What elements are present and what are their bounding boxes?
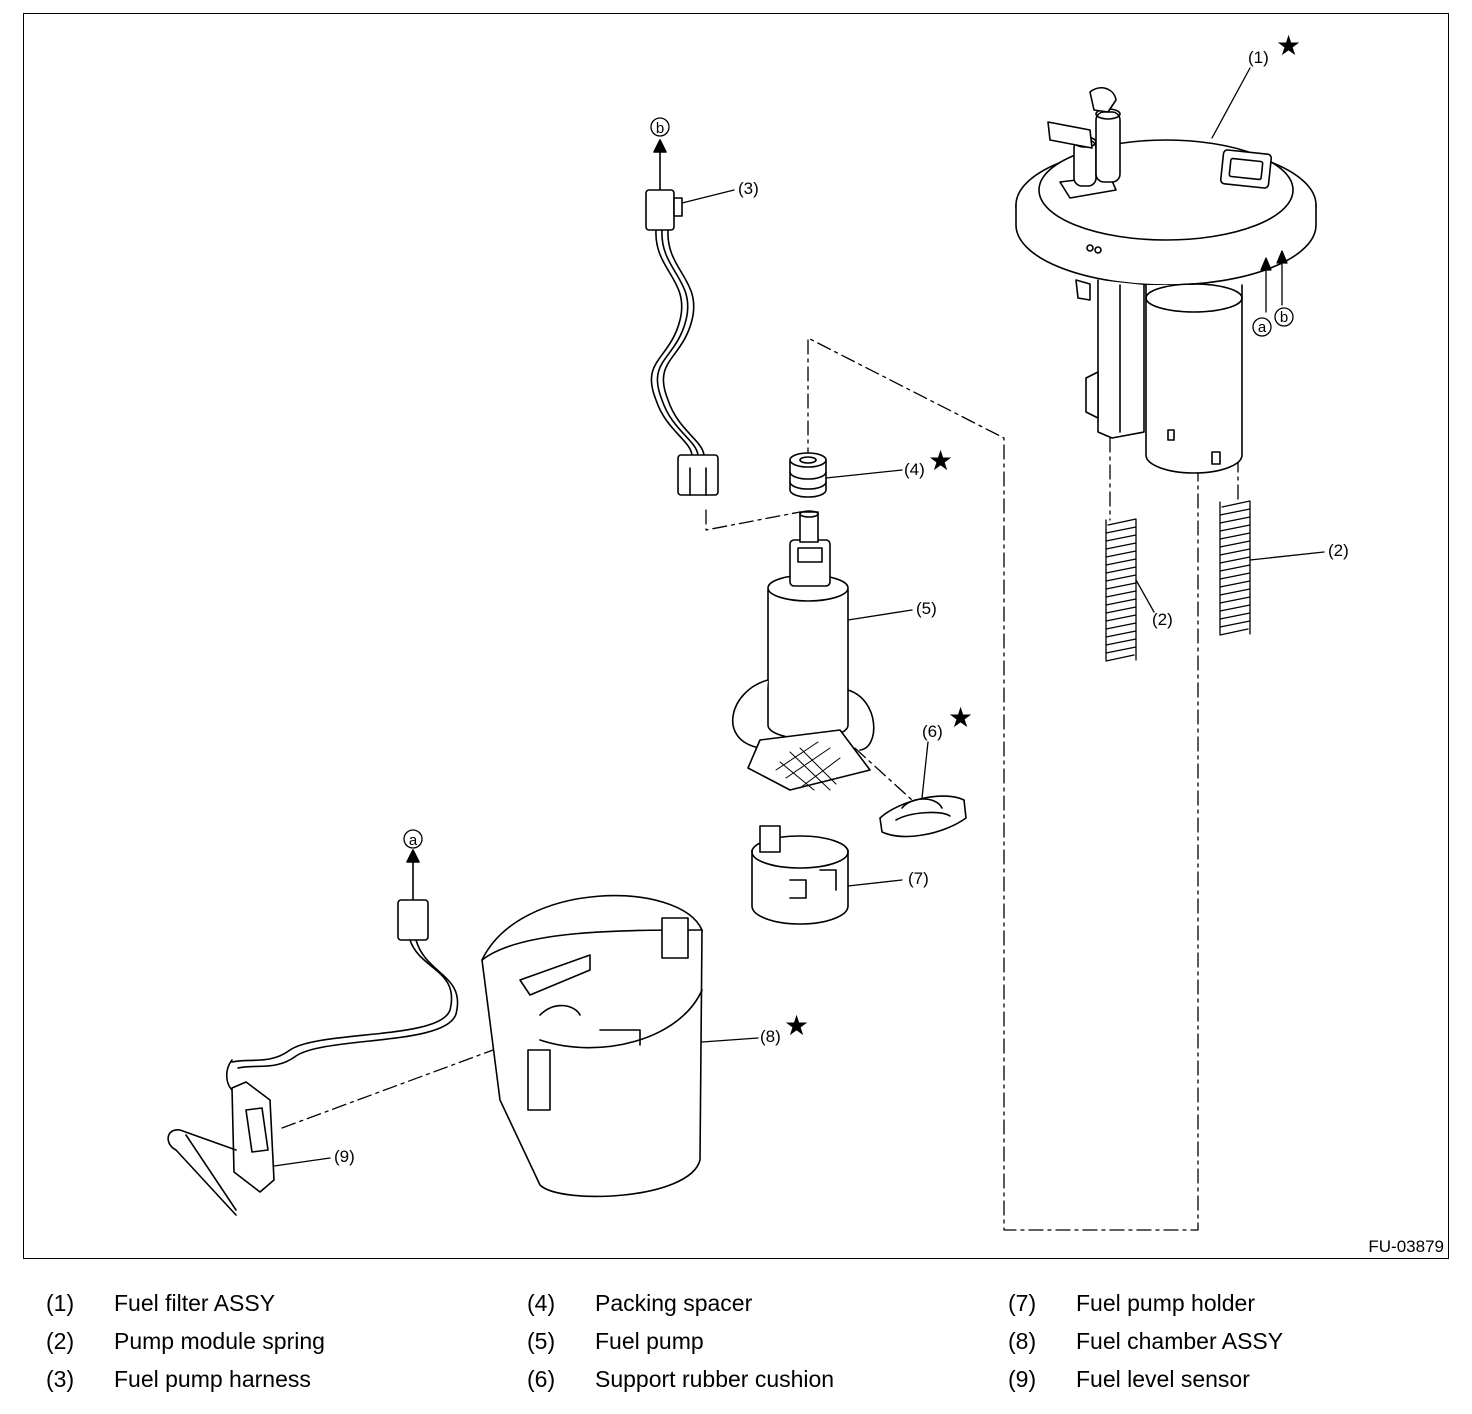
legend-text: Fuel filter ASSY [114,1290,276,1316]
callout-8: (8) [760,1027,781,1046]
callout-3: (3) [738,179,759,198]
legend-text: Fuel pump [595,1328,704,1354]
legend-text: Packing spacer [595,1290,753,1316]
callout-5: (5) [916,599,937,618]
callout-leaders [273,67,1325,1167]
legend-num: (8) [1008,1328,1037,1354]
pump-module-spring-drawing [1105,500,1251,662]
figure-id: FU-03879 [1368,1237,1444,1256]
connector-b-marker-filter [1274,307,1294,327]
legend-text: Fuel pump harness [114,1366,311,1392]
legend-text: Pump module spring [114,1328,325,1354]
legend-num: (4) [527,1290,556,1316]
connector-b-label-filter: b [1280,309,1288,326]
legend-num: (5) [527,1328,556,1354]
assembly-lines [281,337,1239,1231]
legend-num: (7) [1008,1290,1037,1316]
connector-markers [403,117,1294,849]
legend-num: (6) [527,1366,556,1392]
legend-num: (9) [1008,1366,1037,1392]
support-rubber-cushion-drawing [879,795,967,838]
fuel-chamber-assy-drawing [481,894,703,1198]
packing-spacer-drawing [789,452,827,498]
fuel-pump-harness-drawing [645,139,719,496]
star-icon-6: ★ [948,701,973,734]
star-icon-1: ★ [1276,29,1301,62]
legend-num: (2) [46,1328,75,1354]
fuel-filter-assy-drawing [1015,87,1317,474]
star-icon-4: ★ [928,444,953,477]
legend-text: Support rubber cushion [595,1366,835,1392]
connector-b-marker-top [650,117,670,137]
connector-b-label-top: b [656,120,664,137]
callout-1: (1) [1248,48,1269,67]
legend-num: (1) [46,1290,75,1316]
connector-a-marker-sensor [403,829,423,849]
callout-2-right: (2) [1328,541,1349,560]
callout-7: (7) [908,869,929,888]
legend-text: Fuel chamber ASSY [1076,1328,1284,1354]
legend-text: Fuel level sensor [1076,1366,1250,1392]
callout-6: (6) [922,722,943,741]
star-icon-8: ★ [784,1009,809,1042]
fuel-level-sensor-drawing [167,849,459,1216]
callout-4: (4) [904,460,925,479]
callout-9: (9) [334,1147,355,1166]
connector-a-marker-filter [1252,317,1272,337]
callout-2-left: (2) [1152,610,1173,629]
connector-a-label-sensor: a [409,832,418,849]
diagram-frame [23,13,1449,1259]
connector-a-label-filter: a [1258,319,1267,336]
legend-text: Fuel pump holder [1076,1290,1255,1316]
fuel-pump-drawing [731,510,875,791]
fuel-pump-holder-drawing [751,825,849,925]
legend-num: (3) [46,1366,75,1392]
